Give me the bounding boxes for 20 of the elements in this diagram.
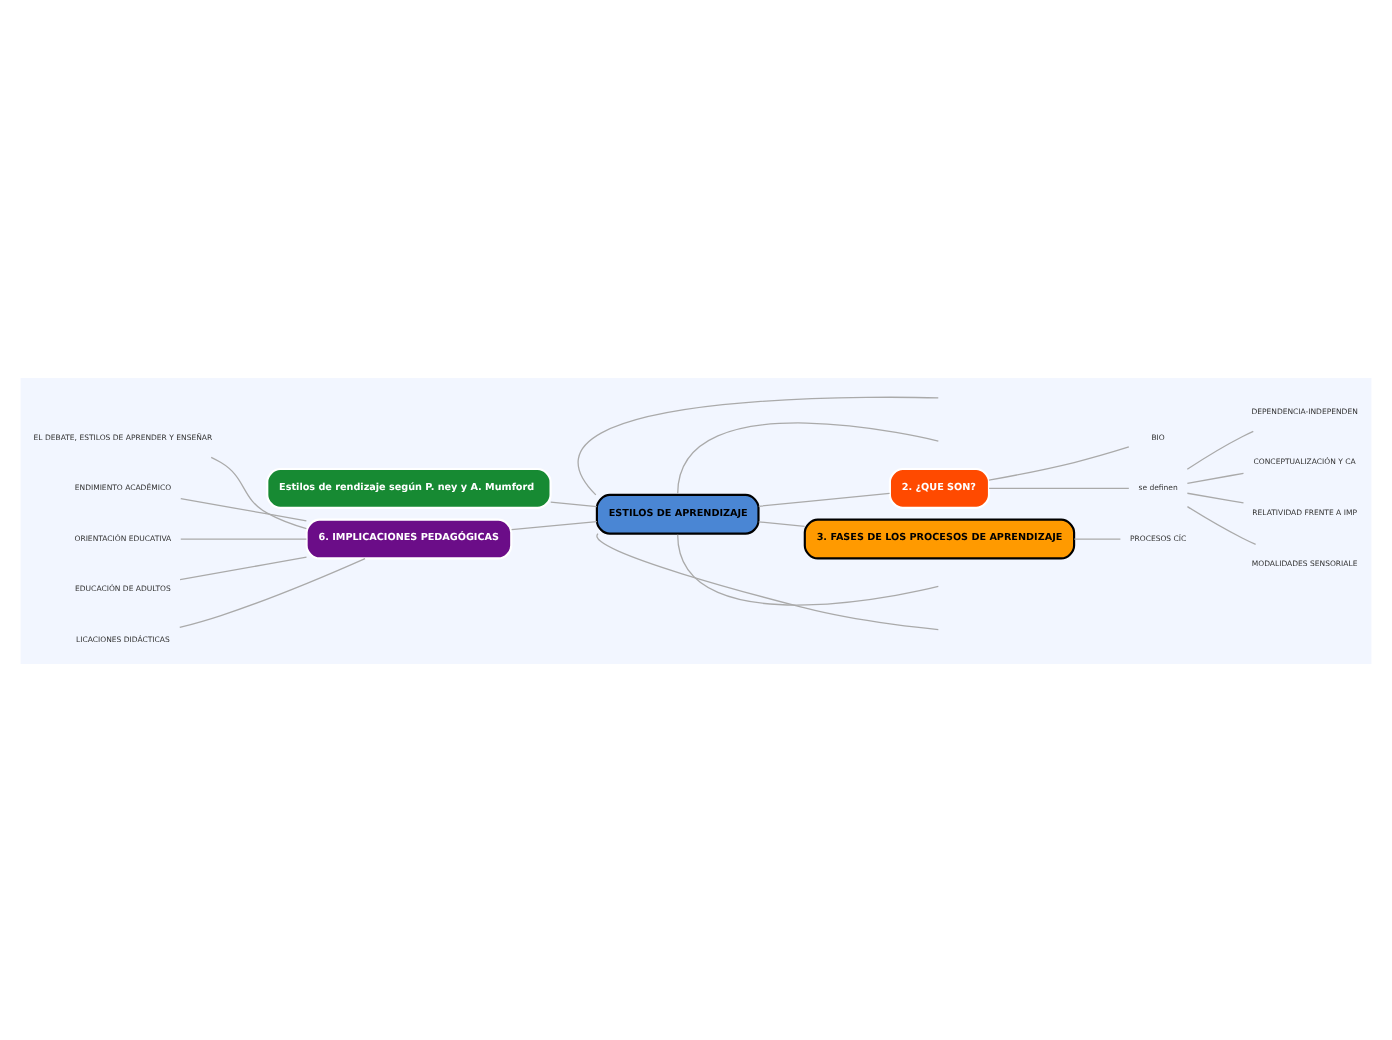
connector — [758, 520, 806, 526]
connector — [179, 556, 366, 628]
connector — [578, 395, 939, 495]
connector — [1073, 537, 1122, 539]
connector — [597, 532, 939, 630]
connector — [1186, 429, 1254, 469]
connector — [1186, 491, 1245, 503]
connector — [988, 486, 1130, 489]
connector — [677, 421, 939, 494]
connector — [988, 445, 1130, 480]
connector — [210, 455, 308, 529]
connector — [510, 520, 598, 530]
connector — [758, 491, 891, 506]
connector — [179, 555, 308, 580]
connector — [1186, 471, 1245, 483]
connector — [550, 500, 598, 507]
connector — [677, 533, 939, 605]
connector — [1186, 504, 1257, 545]
connector — [180, 496, 308, 521]
connector — [180, 537, 308, 539]
